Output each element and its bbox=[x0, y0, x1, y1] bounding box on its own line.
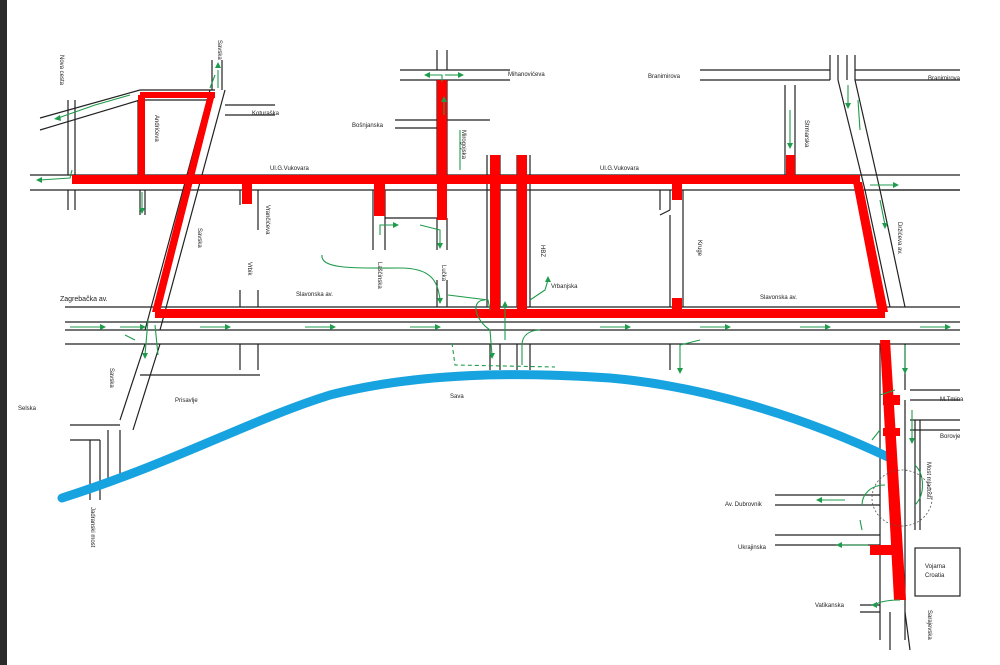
label-hbz: HBZ bbox=[539, 245, 545, 257]
label-strossmayer: Strmarska bbox=[803, 120, 809, 148]
label-mihanoviceva: Mihanovićeva bbox=[508, 72, 545, 78]
label-zagrebacka: Zagrebačka av. bbox=[60, 296, 108, 303]
label-vatikanska: Vatikanska bbox=[815, 603, 845, 609]
label-androvieva: Andrićeva bbox=[153, 115, 159, 142]
closed-sections bbox=[72, 80, 906, 600]
label-lucka: Lučka bbox=[440, 265, 446, 282]
label-koturaska: Koturaška bbox=[252, 111, 280, 117]
label-slavonska-2: Slavonska av. bbox=[760, 295, 797, 301]
label-borovje: Borovje bbox=[940, 434, 961, 440]
label-savska-low: Savska bbox=[108, 368, 114, 388]
label-savska-top: Savska bbox=[216, 40, 222, 60]
label-m-tmina: M.Tmina bbox=[940, 397, 964, 403]
label-nova-cesta: Nova cesta bbox=[58, 55, 64, 86]
label-branimirova-1: Branimirova bbox=[648, 74, 681, 80]
label-jadranski-most: Jadranski most bbox=[89, 507, 95, 548]
vojarna-label-2: Croatia bbox=[925, 573, 945, 579]
label-vukovara-2: Ul.G.Vukovara bbox=[600, 166, 639, 172]
detour-routes bbox=[36, 62, 951, 608]
label-av-dubrovnik: Av. Dubrovnik bbox=[725, 502, 763, 508]
label-vrbik: Vrbik bbox=[246, 262, 252, 276]
river-sava bbox=[57, 370, 895, 503]
vojarna-label-1: Vojarna bbox=[925, 564, 946, 570]
label-bosnjanska: Bošnjanska bbox=[352, 123, 384, 129]
label-lascina: Laščinska bbox=[376, 262, 382, 289]
label-drziceva: Držićeva av. bbox=[896, 222, 902, 255]
label-prisavlje: Prisavlje bbox=[175, 398, 198, 404]
label-vukovara-1: Ul.G.Vukovara bbox=[270, 166, 309, 172]
label-slavonska-1: Slavonska av. bbox=[296, 292, 333, 298]
label-sava: Sava bbox=[450, 394, 464, 400]
road-network bbox=[30, 50, 960, 651]
vojarna-building bbox=[914, 547, 961, 597]
label-selska: Selska bbox=[18, 406, 37, 412]
label-branimirova-2: Branimirova bbox=[928, 76, 961, 82]
label-savska-mid: Savska bbox=[196, 228, 202, 248]
frame-border bbox=[0, 0, 7, 665]
label-kruge: Kruge bbox=[696, 240, 702, 257]
label-vrancic: Vrančićeva bbox=[264, 205, 270, 235]
label-most-mladosti: Most mladosti bbox=[925, 462, 931, 499]
label-vrbanjska: Vrbanjska bbox=[551, 284, 578, 290]
label-ukrajinska: Ukrajinska bbox=[738, 545, 767, 551]
label-sarajevska: Sarajevska bbox=[926, 610, 932, 640]
label-mirogojska: Mirogojska bbox=[460, 130, 466, 160]
street-labels: Nova cesta Savska Koturaška Andrićeva Mi… bbox=[18, 40, 964, 640]
